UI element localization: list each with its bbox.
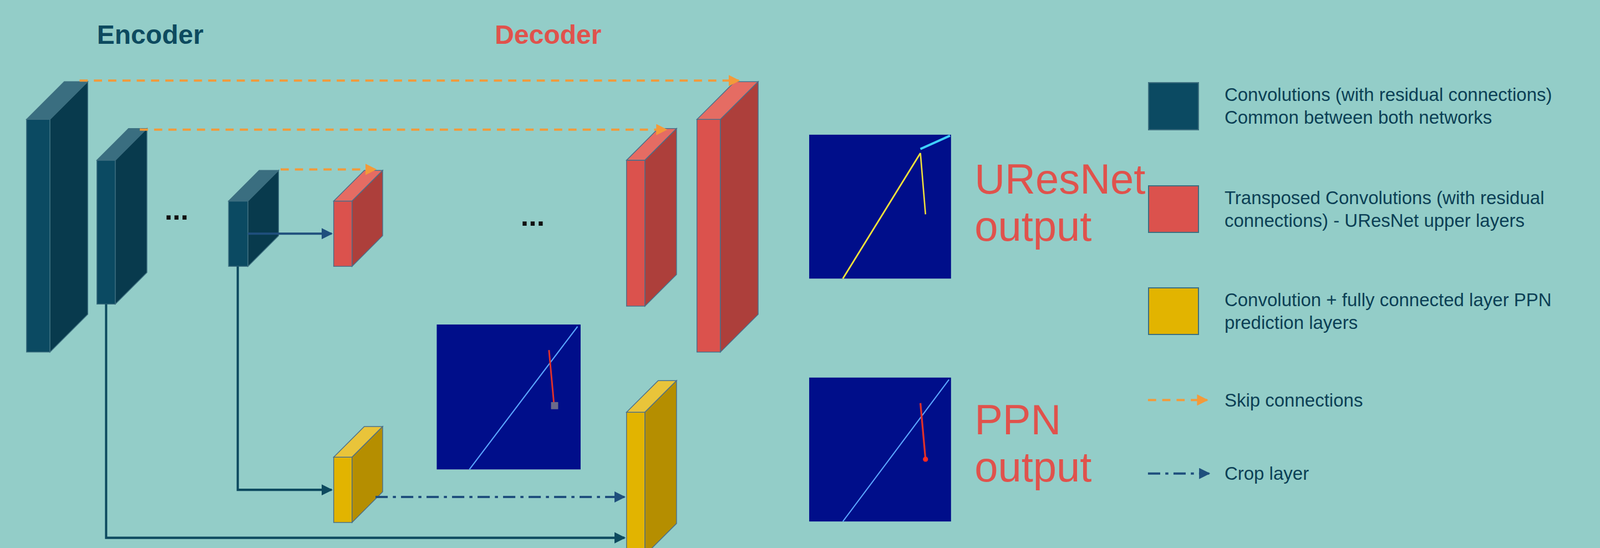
legend-swatch <box>1148 82 1200 130</box>
feed-lines <box>105 233 625 538</box>
legend-text: Skip connections <box>1224 388 1594 412</box>
decoder-blocks <box>333 81 759 353</box>
output-label: UResNet output <box>974 155 1146 250</box>
legend-text: Convolutions (with residual connections)… <box>1224 83 1594 130</box>
decoder-title: Decoder <box>494 20 602 50</box>
encoder-title: Encoder <box>97 20 204 50</box>
encoder-blocks <box>26 81 279 353</box>
legend-text: Crop layer <box>1224 461 1594 485</box>
legend-text: Transposed Convolutions (with residual c… <box>1224 186 1594 233</box>
event-images <box>436 134 951 522</box>
legend-swatch <box>1148 185 1200 233</box>
ellipsis: ... <box>164 194 189 226</box>
skip-connections <box>79 80 740 170</box>
legend-line-samples <box>1148 399 1210 474</box>
ellipsis: ... <box>520 200 545 232</box>
output-label: PPN output <box>974 395 1092 491</box>
legend-text: Convolution + fully connected layer PPN … <box>1224 288 1594 335</box>
legend-swatch <box>1148 287 1200 335</box>
